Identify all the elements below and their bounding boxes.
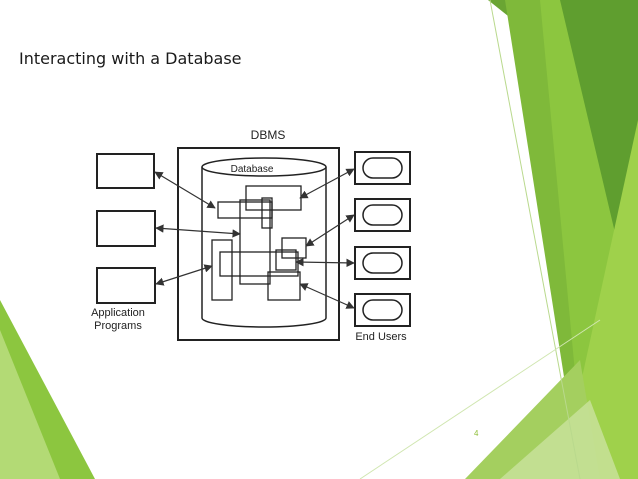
application-program-box-1 xyxy=(96,153,155,189)
green-bottom-light xyxy=(500,400,620,479)
arrow-user2-db xyxy=(305,214,355,247)
database-cylinder: Database xyxy=(201,157,327,328)
end-user-terminal-2 xyxy=(354,198,411,232)
page-number: 4 xyxy=(474,429,479,438)
end-users-label: End Users xyxy=(355,331,407,343)
dbms-label: DBMS xyxy=(251,128,286,142)
green-bottom-left-light xyxy=(0,330,60,479)
arrow-app2-db xyxy=(155,224,241,238)
record-5 xyxy=(211,239,233,301)
record-3 xyxy=(239,199,271,285)
thin-line-1 xyxy=(489,0,581,479)
end-user-terminal-1 xyxy=(354,151,411,185)
data-records xyxy=(211,185,307,301)
thin-line-2 xyxy=(359,319,601,479)
arrow-app3-db xyxy=(155,264,213,286)
end-user-terminal-4 xyxy=(354,293,411,327)
arrow-user3-db xyxy=(295,257,355,268)
slide-title: Interacting with a Database xyxy=(19,49,242,68)
record-9 xyxy=(275,249,297,271)
end-user-terminal-3 xyxy=(354,246,411,280)
record-7 xyxy=(281,237,307,259)
application-programs-label-line1: Application xyxy=(91,307,145,319)
record-2 xyxy=(245,185,302,211)
arrow-app1-db xyxy=(154,171,216,209)
application-program-box-2 xyxy=(96,210,156,247)
arrow-user4-db xyxy=(299,283,355,309)
application-program-box-3 xyxy=(96,267,156,304)
database-label: Database xyxy=(231,164,274,175)
connection-arrows xyxy=(154,168,355,309)
application-programs-label-line2: Programs xyxy=(94,320,142,332)
record-4 xyxy=(261,197,273,229)
arrow-user1-db xyxy=(299,168,355,199)
